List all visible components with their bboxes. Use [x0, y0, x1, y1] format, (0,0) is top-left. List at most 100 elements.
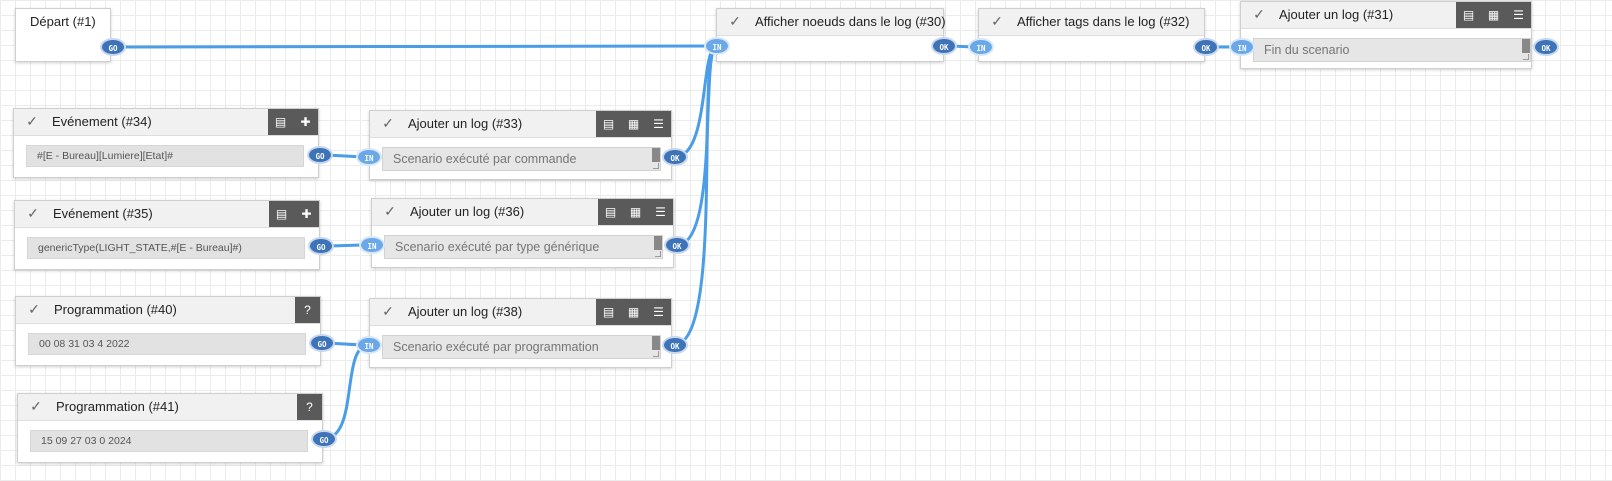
node-programmation-40[interactable]: ✓ Programmation (#40) ? 00 08 31 03 4 20… — [15, 296, 321, 366]
log-message-input[interactable]: Scenario exécuté par programmation — [382, 335, 661, 359]
wire-depart-to-noeuds — [111, 44, 719, 49]
output-port-go[interactable]: GO — [311, 430, 337, 448]
node-header: ✓ Programmation (#40) ? — [16, 297, 320, 324]
node-title: Ajouter un log (#36) — [410, 204, 525, 219]
resize-handle[interactable] — [1523, 54, 1529, 60]
node-log-36[interactable]: ✓ Ajouter un log (#36) ▤ ▦ ☰ Scenario ex… — [371, 198, 674, 268]
node-toolbar: ▤ ▦ ☰ — [598, 199, 673, 225]
placeholder-text: Scenario exécuté par commande — [393, 152, 577, 166]
check-icon[interactable]: ✓ — [382, 115, 394, 131]
node-log-31[interactable]: ✓ Ajouter un log (#31) ▤ ▦ ☰ Fin du scen… — [1240, 1, 1532, 69]
node-header: Départ (#1) — [16, 9, 110, 35]
calculator-icon[interactable]: ▦ — [627, 305, 640, 319]
node-afficher-noeuds[interactable]: ✓ Afficher noeuds dans le log (#30) — [716, 8, 946, 62]
calculator-icon[interactable]: ▦ — [629, 205, 642, 219]
output-port-ok[interactable]: OK — [1533, 38, 1559, 56]
event-expression-field[interactable]: genericType(LIGHT_STATE,#[E - Bureau]#) — [27, 237, 305, 259]
scrollbar[interactable] — [654, 236, 662, 250]
checklist-icon[interactable]: ☰ — [653, 305, 664, 319]
output-port-go[interactable]: GO — [100, 38, 126, 56]
check-icon[interactable]: ✓ — [729, 13, 741, 29]
log-message-input[interactable]: Scenario exécuté par type générique — [384, 235, 663, 259]
check-icon[interactable]: ✓ — [26, 113, 38, 129]
node-log-38[interactable]: ✓ Ajouter un log (#38) ▤ ▦ ☰ Scenario ex… — [369, 298, 672, 368]
checklist-icon[interactable]: ☰ — [655, 205, 666, 219]
resize-handle[interactable] — [653, 351, 659, 357]
output-port-ok[interactable]: OK — [1193, 38, 1219, 56]
output-port-ok[interactable]: OK — [662, 336, 688, 354]
node-header: ✓ Afficher tags dans le log (#32) — [979, 9, 1204, 36]
node-afficher-tags[interactable]: ✓ Afficher tags dans le log (#32) — [978, 8, 1205, 62]
puzzle-icon[interactable]: ✚ — [300, 115, 311, 129]
scrollbar[interactable] — [1522, 39, 1530, 53]
node-header: ✓ Ajouter un log (#36) ▤ ▦ ☰ — [372, 199, 673, 226]
placeholder-text: Scenario exécuté par programmation — [393, 340, 599, 354]
scrollbar[interactable] — [652, 148, 660, 162]
output-port-go[interactable]: GO — [308, 237, 334, 255]
check-icon[interactable]: ✓ — [1253, 6, 1265, 22]
node-toolbar: ▤ ✚ — [269, 201, 319, 227]
help-icon[interactable]: ? — [304, 303, 311, 317]
input-port-in[interactable]: IN — [1229, 38, 1255, 56]
check-icon[interactable]: ✓ — [28, 301, 40, 317]
input-port-in[interactable]: IN — [968, 38, 994, 56]
input-port-in[interactable]: IN — [359, 236, 385, 254]
checklist-icon[interactable]: ☰ — [1513, 8, 1524, 22]
output-port-go[interactable]: GO — [307, 146, 333, 164]
puzzle-icon[interactable]: ✚ — [301, 207, 312, 221]
list-icon[interactable]: ▤ — [274, 115, 287, 129]
node-toolbar: ? — [295, 297, 320, 323]
log-message-input[interactable]: Scenario exécuté par commande — [382, 147, 661, 171]
help-icon[interactable]: ? — [306, 400, 313, 414]
check-icon[interactable]: ✓ — [991, 13, 1003, 29]
node-title: Afficher noeuds dans le log (#30) — [755, 14, 946, 29]
node-title: Evénement (#35) — [53, 206, 153, 221]
check-icon[interactable]: ✓ — [30, 398, 42, 414]
node-toolbar: ▤ ✚ — [268, 109, 318, 135]
node-programmation-41[interactable]: ✓ Programmation (#41) ? 15 09 27 03 0 20… — [17, 393, 323, 463]
checklist-icon[interactable]: ☰ — [653, 117, 664, 131]
node-log-33[interactable]: ✓ Ajouter un log (#33) ▤ ▦ ☰ Scenario ex… — [369, 110, 672, 180]
calculator-icon[interactable]: ▦ — [1487, 8, 1500, 22]
node-toolbar: ▤ ▦ ☰ — [596, 111, 671, 137]
input-port-in[interactable]: IN — [356, 148, 382, 166]
cron-schedule-field[interactable]: 15 09 27 03 0 2024 — [30, 430, 308, 452]
check-icon[interactable]: ✓ — [27, 205, 39, 221]
node-event-35[interactable]: ✓ Evénement (#35) ▤ ✚ genericType(LIGHT_… — [14, 200, 320, 270]
resize-handle[interactable] — [653, 163, 659, 169]
list-icon[interactable]: ▤ — [602, 117, 615, 131]
list-icon[interactable]: ▤ — [604, 205, 617, 219]
node-depart[interactable]: Départ (#1) — [15, 8, 111, 62]
list-icon[interactable]: ▤ — [602, 305, 615, 319]
node-header: ✓ Ajouter un log (#31) ▤ ▦ ☰ — [1241, 2, 1531, 29]
node-header: ✓ Ajouter un log (#33) ▤ ▦ ☰ — [370, 111, 671, 138]
node-header: ✓ Afficher noeuds dans le log (#30) — [717, 9, 946, 36]
node-title: Evénement (#34) — [52, 114, 152, 129]
wire-prog41-to-log38 — [321, 343, 371, 441]
node-title: Programmation (#40) — [54, 302, 177, 317]
output-port-ok[interactable]: OK — [664, 236, 690, 254]
placeholder-text: Fin du scenario — [1264, 43, 1350, 57]
list-icon[interactable]: ▤ — [1462, 8, 1475, 22]
scrollbar[interactable] — [652, 336, 660, 350]
output-port-ok[interactable]: OK — [931, 37, 957, 55]
check-icon[interactable]: ✓ — [384, 203, 396, 219]
output-port-ok[interactable]: OK — [662, 148, 688, 166]
cron-schedule-field[interactable]: 00 08 31 03 4 2022 — [28, 333, 306, 355]
node-title: Programmation (#41) — [56, 399, 179, 414]
check-icon[interactable]: ✓ — [382, 303, 394, 319]
calculator-icon[interactable]: ▦ — [627, 117, 640, 131]
node-event-34[interactable]: ✓ Evénement (#34) ▤ ✚ #[E - Bureau][Lumi… — [13, 108, 319, 178]
input-port-in[interactable]: IN — [704, 37, 730, 55]
node-title: Ajouter un log (#31) — [1279, 7, 1394, 22]
resize-handle[interactable] — [655, 251, 661, 257]
input-port-in[interactable]: IN — [356, 336, 382, 354]
log-message-input[interactable]: Fin du scenario — [1253, 38, 1531, 62]
node-toolbar: ▤ ▦ ☰ — [596, 299, 671, 325]
list-icon[interactable]: ▤ — [275, 207, 288, 221]
event-expression-field[interactable]: #[E - Bureau][Lumiere][Etat]# — [26, 145, 304, 167]
node-toolbar: ▤ ▦ ☰ — [1456, 2, 1531, 28]
node-title: Ajouter un log (#33) — [408, 116, 523, 131]
node-header: ✓ Programmation (#41) ? — [18, 394, 322, 421]
output-port-go[interactable]: GO — [309, 334, 335, 352]
